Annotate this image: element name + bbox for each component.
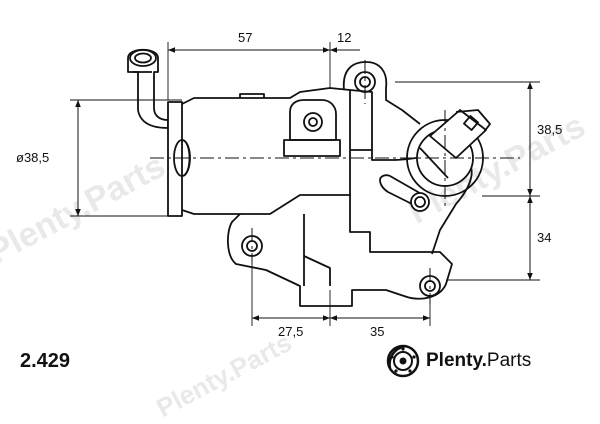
dim-label-bottom-right: 35 [370, 324, 384, 339]
upper-mount [342, 61, 421, 125]
dim-label-57: 57 [238, 30, 252, 45]
brand-dot: . [481, 350, 487, 371]
center-boss [283, 99, 341, 157]
thermostat-housing [127, 48, 491, 307]
center-lines [150, 60, 520, 304]
dimension-lines [75, 47, 533, 321]
part-number: 2.429 [20, 350, 71, 372]
brand-suffix: Parts [486, 350, 532, 371]
dim-label-bottom-left: 27,5 [278, 324, 303, 339]
outlet-housing [349, 89, 473, 255]
dim-label-diameter: ø38,5 [16, 150, 49, 165]
dim-label-right-upper: 38,5 [537, 122, 562, 137]
dim-label-right-lower: 34 [537, 230, 551, 245]
inlet-pipe [127, 48, 169, 129]
dim-label-12: 12 [337, 30, 351, 45]
brand-logo: Plenty.Parts [386, 344, 531, 378]
thermostat-technical-drawing: 57 12 ø38,5 38,5 34 27,5 35 [16, 30, 562, 339]
brand-name-bold: Plenty [426, 350, 482, 371]
brake-disc-icon [386, 344, 420, 378]
brand-name: Plenty.Parts [426, 350, 531, 372]
